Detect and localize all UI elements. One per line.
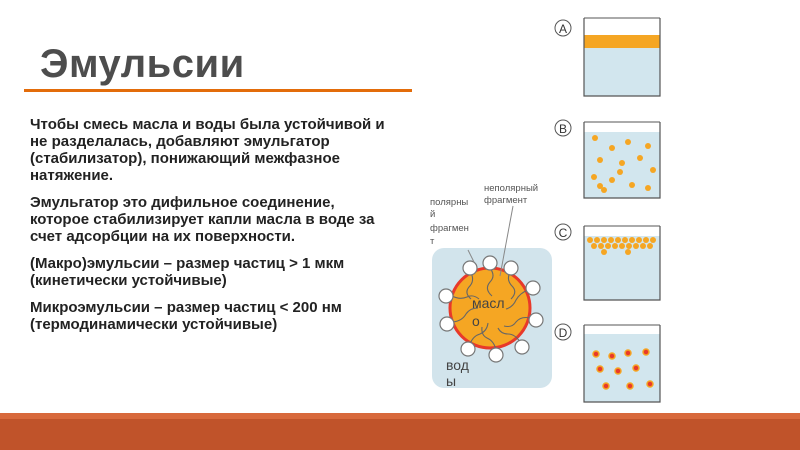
svg-text:й: й [430, 209, 435, 220]
svg-text:вод: вод [446, 357, 469, 373]
droplet-panel [432, 205, 552, 388]
beaker-a-letter: A [559, 22, 567, 36]
surfactant-tails [451, 267, 531, 351]
svg-text:фрагмент: фрагмент [484, 195, 528, 206]
nonpolar-pointer [499, 205, 514, 277]
beaker-b-glass [583, 122, 661, 199]
body-text: Чтобы смесь масла и воды была устойчивой… [30, 116, 390, 343]
svg-text:полярны: полярны [430, 197, 468, 208]
svg-text:неполярный: неполярный [484, 183, 538, 194]
beaker-a-glass [583, 18, 661, 97]
beaker-c-droplets [587, 237, 656, 255]
paragraph-emulsifier: Эмульгатор это дифильное соединение, кот… [30, 194, 375, 245]
beaker-a-marker [554, 19, 572, 37]
footer-highlight [0, 413, 800, 419]
beaker-d-marker [554, 323, 572, 341]
svg-text:о: о [472, 313, 480, 329]
beaker-c-letter: C [559, 226, 568, 240]
beaker-a: A [554, 17, 661, 97]
polar-pointer [467, 249, 475, 263]
slide-title: Эмульсии [40, 42, 245, 86]
beaker-b-letter: B [559, 122, 567, 136]
polar-fragment-label: полярны й фрагмен т [430, 197, 469, 247]
beaker-d-water [584, 334, 660, 402]
beaker-c-marker [554, 223, 572, 241]
beaker-d-droplets [592, 348, 654, 390]
beaker-d-letter: D [559, 326, 568, 340]
svg-text:масл: масл [472, 295, 505, 311]
title-underline [24, 89, 412, 92]
beaker-c: C [554, 223, 661, 301]
beaker-a-water [584, 48, 660, 96]
svg-text:ы: ы [446, 373, 456, 389]
footer-bar [0, 413, 800, 450]
paragraph-emulsion-stability: Чтобы смесь масла и воды была устойчивой… [30, 116, 385, 184]
paragraph-macroemulsion: (Макро)эмульсии – размер частиц > 1 мкм … [30, 255, 345, 289]
beaker-d: D [554, 323, 661, 403]
oil-label: масл о [472, 295, 505, 329]
svg-text:фрагмен: фрагмен [430, 223, 469, 234]
beaker-c-glass [583, 226, 661, 301]
paragraph-microemulsion: Микроэмульсии – размер частиц < 200 нм (… [30, 299, 342, 333]
svg-text:т: т [430, 236, 435, 247]
water-label: вод ы [446, 357, 469, 389]
beaker-a-oil-layer [584, 35, 660, 48]
beaker-b-droplets [591, 135, 656, 193]
beaker-d-glass [583, 325, 661, 403]
polar-heads [438, 255, 544, 363]
beaker-b: B [554, 119, 661, 199]
nonpolar-fragment-label: неполярный фрагмент [484, 183, 538, 206]
beaker-b-marker [554, 119, 572, 137]
